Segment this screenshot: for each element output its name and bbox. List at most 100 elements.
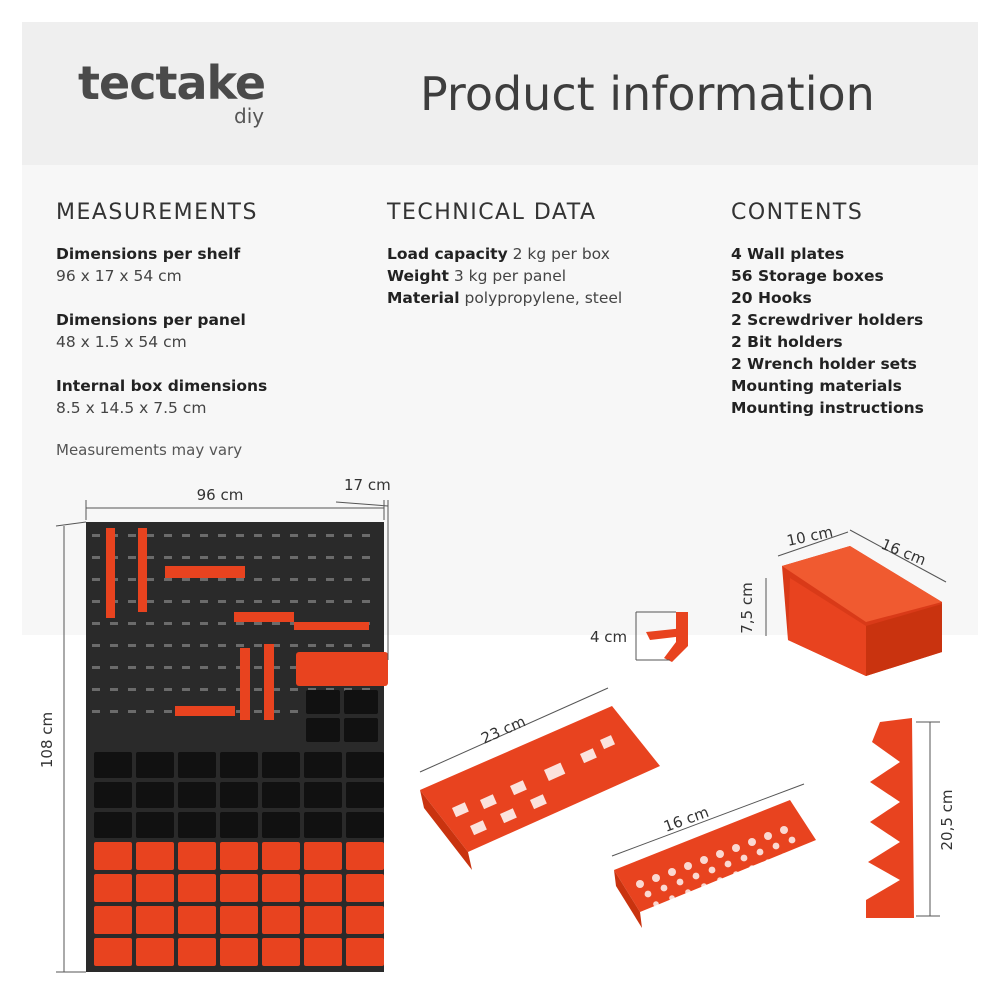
bit-hole [669, 895, 675, 901]
technical-value: 2 kg per box [512, 245, 610, 263]
panel-slot [344, 600, 352, 603]
panel-slot [272, 534, 280, 537]
panel-slot [92, 644, 100, 647]
panel-slot [272, 600, 280, 603]
panel-hooks [106, 528, 388, 720]
storage-box [262, 782, 300, 808]
panel-slot [164, 578, 172, 581]
wrench-holder-illustration: 20,5 cm [866, 718, 956, 918]
box-height-dimension: 7,5 cm [738, 582, 756, 633]
bit-hole [684, 862, 692, 870]
contents-item: 56 Storage boxes [731, 267, 884, 285]
panel-slot [182, 644, 190, 647]
panel-slot [200, 578, 208, 581]
page-title: Product information [420, 67, 875, 121]
bit-hole [668, 868, 676, 876]
panel-slot [254, 710, 262, 713]
panel-slot [164, 600, 172, 603]
measurements-heading: MEASUREMENTS [56, 200, 258, 225]
screwdriver-holder-illustration: 23 cm [419, 687, 660, 870]
panel-slot [254, 622, 262, 625]
panel-slot [128, 666, 136, 669]
box-width-dimension: 10 cm [785, 523, 834, 550]
storage-box [262, 874, 300, 902]
storage-box [178, 906, 216, 934]
wrench-dimension: 20,5 cm [938, 789, 956, 850]
storage-box [94, 782, 132, 808]
storage-box [94, 938, 132, 966]
measurement-item: Dimensions per panel 48 x 1.5 x 54 cm [56, 309, 356, 353]
bit-hole [717, 877, 723, 883]
panel-slot [182, 600, 190, 603]
panel-slot [362, 534, 370, 537]
storage-box [220, 938, 258, 966]
panel-slot [200, 534, 208, 537]
panel-slot [326, 644, 334, 647]
panel-slot [146, 666, 154, 669]
measurement-value: 48 x 1.5 x 54 cm [56, 333, 187, 351]
panel-slot [92, 600, 100, 603]
storage-box [136, 842, 174, 870]
contents-section: CONTENTS 4 Wall plates 56 Storage boxes … [731, 200, 971, 419]
panel-slot [218, 666, 226, 669]
box-depth-dimension: 16 cm [879, 535, 929, 569]
storage-box [304, 782, 342, 808]
technical-section: TECHNICAL DATA Load capacity 2 kg per bo… [387, 200, 707, 309]
technical-label: Weight [387, 267, 449, 285]
panel-slot [290, 534, 298, 537]
storage-box [94, 906, 132, 934]
technical-item: Load capacity 2 kg per box [387, 243, 707, 265]
depth-dimension: 17 cm [344, 476, 391, 494]
storage-box [94, 752, 132, 778]
storage-box [178, 938, 216, 966]
contents-item: 2 Bit holders [731, 333, 843, 351]
panel-slot [254, 688, 262, 691]
panel-slot [326, 534, 334, 537]
storage-box [346, 782, 384, 808]
storage-box [344, 718, 378, 742]
storage-box [346, 874, 384, 902]
technical-label: Load capacity [387, 245, 508, 263]
bit-hole [732, 844, 740, 852]
storage-box [136, 906, 174, 934]
panel-slot [308, 600, 316, 603]
storage-box [178, 874, 216, 902]
storage-boxes [94, 690, 384, 966]
storage-box [178, 782, 216, 808]
bit-hole [748, 838, 756, 846]
panel-slot [326, 556, 334, 559]
panel-slot [182, 534, 190, 537]
bit-hole [765, 859, 771, 865]
panel-slot [290, 556, 298, 559]
storage-box [346, 938, 384, 966]
technical-label: Material [387, 289, 460, 307]
panel-slot [218, 688, 226, 691]
panel-slot [272, 622, 280, 625]
bit-hole [781, 853, 787, 859]
panel-slot [92, 688, 100, 691]
panel-slot [128, 622, 136, 625]
panel-slot [218, 534, 226, 537]
panel-slot [146, 688, 154, 691]
bit-hole [644, 890, 652, 898]
panel-slot [272, 556, 280, 559]
panel-slot [110, 644, 118, 647]
storage-box [304, 812, 342, 838]
panel-slot [218, 556, 226, 559]
storage-box [178, 842, 216, 870]
bit-hole [708, 866, 716, 874]
measurements-section: MEASUREMENTS Dimensions per shelf 96 x 1… [56, 200, 356, 459]
panel-slot [236, 622, 244, 625]
panel-slot [272, 666, 280, 669]
wall-panel-illustration: 96 cm 17 cm 108 cm [38, 476, 391, 973]
technical-heading: TECHNICAL DATA [387, 200, 597, 225]
panel-slot [146, 710, 154, 713]
panel-slot [182, 556, 190, 559]
panel-slot [272, 688, 280, 691]
panel-slot [254, 534, 262, 537]
hook-illustration: 4 cm [590, 611, 688, 662]
bit-holes [636, 826, 803, 907]
panel-slot [146, 556, 154, 559]
panel-slot [182, 578, 190, 581]
panel-slot [218, 600, 226, 603]
